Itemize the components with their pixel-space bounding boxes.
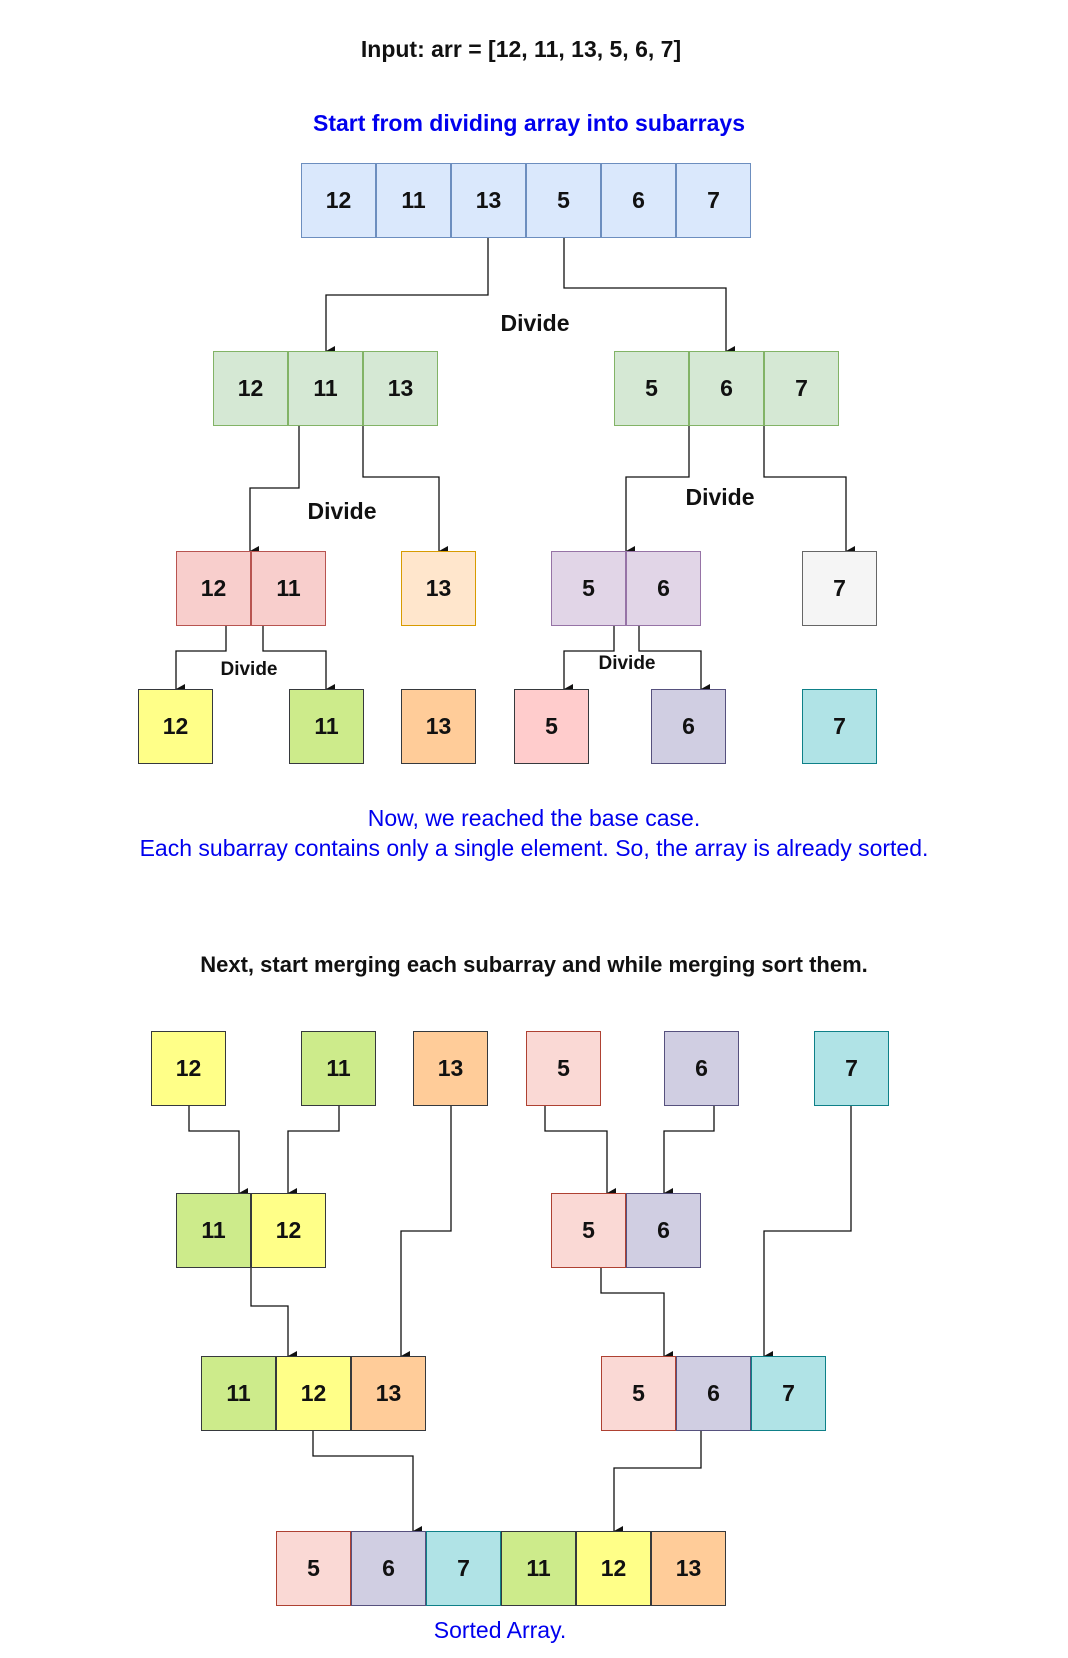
connector-arrow [262,626,335,694]
connector-arrow [563,626,615,694]
base-case-note-line1: Now, we reached the base case. [367,805,701,831]
merge-single-cell: 12 [151,1031,226,1106]
connector-arrow [312,1431,422,1536]
connector-arrow [188,1106,248,1198]
merge-pair-left-cell: 11 [176,1193,251,1268]
page-title: Input: arr = [12, 11, 13, 5, 6, 7] [360,36,682,62]
base-case-cell: 12 [138,689,213,764]
connector-arrow [544,1106,616,1198]
connector-arrow [625,426,690,556]
level0-cell: 6 [601,163,676,238]
merge-triple-left-cell: 11 [201,1356,276,1431]
divide-heading: Start from dividing array into subarrays [312,110,746,136]
merge-triple-right-cell: 5 [601,1356,676,1431]
sorted-array-cell: 12 [576,1531,651,1606]
connector-arrow [563,238,735,356]
level2-group3-cell: 7 [802,551,877,626]
connector-arrow [600,1268,673,1361]
level0-cell: 11 [376,163,451,238]
level2-group2-cell: 6 [626,551,701,626]
base-case-note-line2: Each subarray contains only a single ele… [139,835,929,861]
divide-label: Divide [307,498,377,524]
base-case-cell: 6 [651,689,726,764]
connector-arrow [175,626,227,694]
divide-label: Divide [500,310,570,336]
level0-cell: 7 [676,163,751,238]
divide-label: Divide [685,484,755,510]
level1-right-cell: 7 [764,351,839,426]
level2-group2-cell: 5 [551,551,626,626]
connector-arrow [663,1106,715,1198]
level1-right-cell: 5 [614,351,689,426]
connector-arrow [613,1431,702,1536]
connector-arrow [400,1106,452,1361]
level0-cell: 5 [526,163,601,238]
level1-left-cell: 12 [213,351,288,426]
merge-single-cell: 5 [526,1031,601,1106]
connector-arrow [763,426,855,556]
merge-triple-left-cell: 13 [351,1356,426,1431]
divide-label: Divide [598,653,656,674]
merge-single-cell: 13 [413,1031,488,1106]
level2-group0-cell: 12 [176,551,251,626]
connector-arrow [250,1268,297,1361]
merge-pair-left-cell: 12 [251,1193,326,1268]
sorted-array-cell: 11 [501,1531,576,1606]
level1-left-cell: 13 [363,351,438,426]
merge-single-cell: 11 [301,1031,376,1106]
merge-triple-left-cell: 12 [276,1356,351,1431]
connector-arrow [249,426,300,556]
sorted-array-cell: 7 [426,1531,501,1606]
sorted-array-cell: 5 [276,1531,351,1606]
merge-single-cell: 7 [814,1031,889,1106]
sorted-array-cell: 13 [651,1531,726,1606]
connector-arrow [638,626,710,694]
level0-cell: 12 [301,163,376,238]
connector-arrow [362,426,448,556]
base-case-cell: 11 [289,689,364,764]
base-case-cell: 7 [802,689,877,764]
sorted-array-cell: 6 [351,1531,426,1606]
connector-arrow [763,1106,852,1361]
base-case-cell: 5 [514,689,589,764]
base-case-note: Now, we reached the base case. Each suba… [140,803,929,863]
merge-triple-right-cell: 6 [676,1356,751,1431]
level1-right-cell: 6 [689,351,764,426]
level0-cell: 13 [451,163,526,238]
sorted-array-label: Sorted Array. [433,1617,567,1643]
level2-group0-cell: 11 [251,551,326,626]
divide-label: Divide [220,659,278,680]
merge-heading: Next, start merging each subarray and wh… [200,952,868,977]
level1-left-cell: 11 [288,351,363,426]
merge-pair-right-cell: 5 [551,1193,626,1268]
connector-arrow [325,238,489,356]
level2-group1-cell: 13 [401,551,476,626]
base-case-cell: 13 [401,689,476,764]
merge-pair-right-cell: 6 [626,1193,701,1268]
merge-triple-right-cell: 7 [751,1356,826,1431]
connector-arrow [287,1106,340,1198]
merge-single-cell: 6 [664,1031,739,1106]
